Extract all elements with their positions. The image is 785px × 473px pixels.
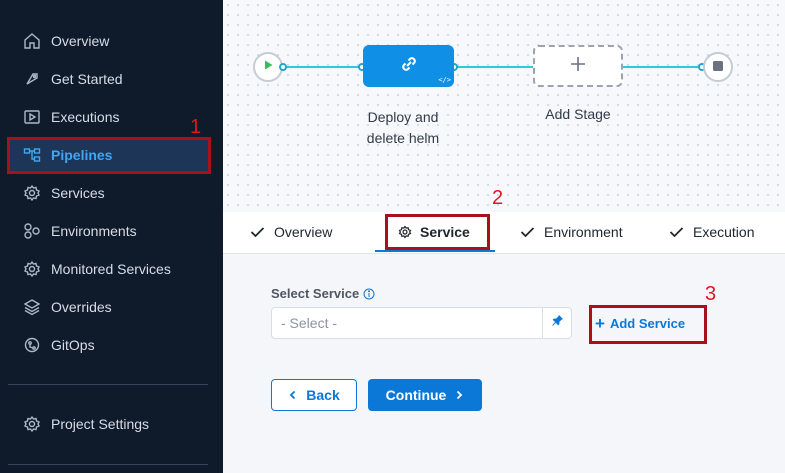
continue-button[interactable]: Continue <box>368 379 482 411</box>
annotation-number: 3 <box>705 283 717 305</box>
rocket-icon <box>22 69 42 89</box>
annotation-box-pipelines <box>7 137 211 174</box>
info-icon[interactable] <box>363 288 375 300</box>
sidebar-divider <box>8 384 208 385</box>
tab-service[interactable]: Service <box>398 212 470 252</box>
pipeline-end-node <box>703 52 733 82</box>
stage-label-line: Deploy and <box>367 109 439 125</box>
gitops-icon <box>22 335 42 355</box>
tab-label: Execution <box>693 224 755 240</box>
sidebar-item-label: Monitored Services <box>51 261 171 277</box>
select-placeholder: - Select - <box>281 315 338 331</box>
back-button[interactable]: Back <box>271 379 357 411</box>
code-badge-icon: </> <box>438 76 451 84</box>
stage-tabs <box>223 212 785 254</box>
sidebar-bottom-divider <box>8 464 208 465</box>
sidebar-item-label: Get Started <box>51 71 123 87</box>
tab-label: Environment <box>544 224 623 240</box>
sidebar-item-pipelines[interactable]: Pipelines <box>22 140 112 170</box>
stage-node-deploy[interactable]: </> <box>363 45 454 87</box>
pin-button[interactable] <box>543 307 572 339</box>
plus-icon: + <box>595 313 605 333</box>
sidebar-item-label: Overview <box>51 33 110 49</box>
check-icon <box>520 226 535 238</box>
sidebar-item-services[interactable]: Services <box>22 178 105 208</box>
add-service-label: Add Service <box>609 315 686 331</box>
check-icon <box>669 226 684 238</box>
sidebar-item-monitored-services[interactable]: Monitored Services <box>22 254 171 284</box>
plus-icon <box>569 55 587 78</box>
sidebar-item-label: Executions <box>51 109 120 125</box>
tab-execution[interactable]: Execution <box>669 212 754 252</box>
sidebar-item-overrides[interactable]: Overrides <box>22 292 112 322</box>
sidebar-item-label: Environments <box>51 223 137 239</box>
environment-icon <box>22 221 42 241</box>
annotation-number: 2 <box>492 187 504 209</box>
sidebar-item-label: GitOps <box>51 337 95 353</box>
stop-icon <box>713 58 723 76</box>
gear-icon <box>22 414 42 434</box>
select-service-label: Select Service <box>271 286 375 301</box>
connector-dot <box>279 63 287 71</box>
field-label-text: Select Service <box>271 286 360 301</box>
sidebar-item-label: Pipelines <box>51 147 113 163</box>
stage-label: Deploy and delete helm <box>343 107 463 149</box>
tab-label: Overview <box>274 224 333 240</box>
layers-icon <box>22 297 42 317</box>
chevron-left-icon <box>288 390 298 400</box>
stage-label-line: delete helm <box>366 130 440 146</box>
pipeline-start-node <box>253 52 283 82</box>
annotation-box-add-service <box>589 305 707 344</box>
monitor-gear-icon <box>22 259 42 279</box>
add-service-button[interactable]: + Add Service <box>595 309 685 337</box>
pipeline-icon <box>22 145 42 165</box>
sidebar-item-label: Project Settings <box>51 416 150 432</box>
annotation-number: 1 <box>190 116 202 138</box>
sidebar-item-get-started[interactable]: Get Started <box>22 64 123 94</box>
select-service-dropdown[interactable]: - Select - <box>271 307 543 339</box>
pin-icon <box>551 314 564 332</box>
active-tab-indicator <box>375 250 495 252</box>
gear-icon <box>398 225 412 239</box>
deploy-stage-icon <box>397 52 421 81</box>
annotation-box-service-tab <box>385 214 490 250</box>
tab-label: Service <box>420 224 470 240</box>
sidebar-item-executions[interactable]: Executions <box>22 102 119 132</box>
check-icon <box>250 226 265 238</box>
chevron-right-icon <box>454 390 464 400</box>
sidebar-item-label: Overrides <box>51 299 112 315</box>
flow-connector <box>283 66 363 68</box>
home-icon <box>22 31 42 51</box>
back-label: Back <box>306 387 340 403</box>
add-stage-label: Add Stage <box>545 106 611 122</box>
flow-connector <box>623 66 703 68</box>
sidebar-item-project-settings[interactable]: Project Settings <box>22 409 149 439</box>
executions-icon <box>22 107 42 127</box>
tab-overview[interactable]: Overview <box>250 212 332 252</box>
sidebar-item-gitops[interactable]: GitOps <box>22 330 95 360</box>
play-icon <box>262 58 274 76</box>
sidebar-item-overview[interactable]: Overview <box>22 26 109 56</box>
tab-environment[interactable]: Environment <box>520 212 623 252</box>
sidebar-item-label: Services <box>51 185 105 201</box>
continue-label: Continue <box>385 387 447 403</box>
sidebar-item-environments[interactable]: Environments <box>22 216 137 246</box>
service-form-panel <box>223 254 785 473</box>
add-stage-button[interactable] <box>533 45 623 87</box>
gear-icon <box>22 183 42 203</box>
active-nav-highlight <box>8 138 208 172</box>
flow-connector <box>454 66 533 68</box>
pipeline-canvas[interactable] <box>223 0 785 212</box>
sidebar: Overview Get Started Executions Pipeline… <box>0 0 223 473</box>
